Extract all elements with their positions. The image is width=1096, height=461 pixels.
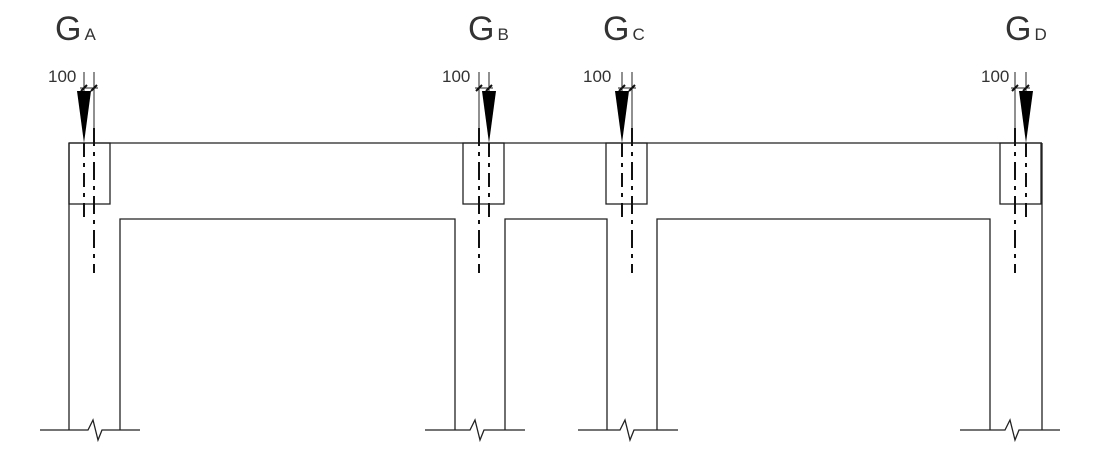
break-line: [960, 418, 1060, 443]
break-line: [40, 418, 140, 443]
load-symbol: G: [468, 10, 494, 48]
load-arrow-icon: [482, 91, 496, 143]
frame-outline: [68, 143, 1043, 430]
load-subscript: A: [84, 25, 96, 44]
load-arrow-icon: [615, 91, 629, 143]
load-symbol: G: [1005, 10, 1031, 48]
column-capital: [462, 142, 505, 205]
load-subscript: D: [1034, 25, 1046, 44]
column-capital: [999, 142, 1042, 205]
break-line: [425, 418, 525, 443]
dimension-tick: [618, 84, 626, 92]
column-capital: [605, 142, 648, 205]
dimension-tick: [80, 84, 88, 92]
dimension-tick: [628, 84, 636, 92]
dimension-tick: [475, 84, 483, 92]
load-subscript: B: [497, 25, 508, 44]
column-capital: [68, 142, 111, 205]
load-arrow-icon: [1019, 91, 1033, 143]
dimension-tick: [1011, 84, 1019, 92]
load-arrow-icon: [77, 91, 91, 143]
offset-dimension-label: 100: [48, 67, 76, 86]
load-subscript: C: [632, 25, 644, 44]
load-symbol: G: [55, 10, 81, 48]
dimension-tick: [1022, 84, 1030, 92]
dimension-tick: [90, 84, 98, 92]
load-symbol: G: [603, 10, 629, 48]
offset-dimension-label: 100: [442, 67, 470, 86]
break-line: [578, 418, 678, 443]
dimension-tick: [485, 84, 493, 92]
offset-dimension-label: 100: [583, 67, 611, 86]
offset-dimension-label: 100: [981, 67, 1009, 86]
